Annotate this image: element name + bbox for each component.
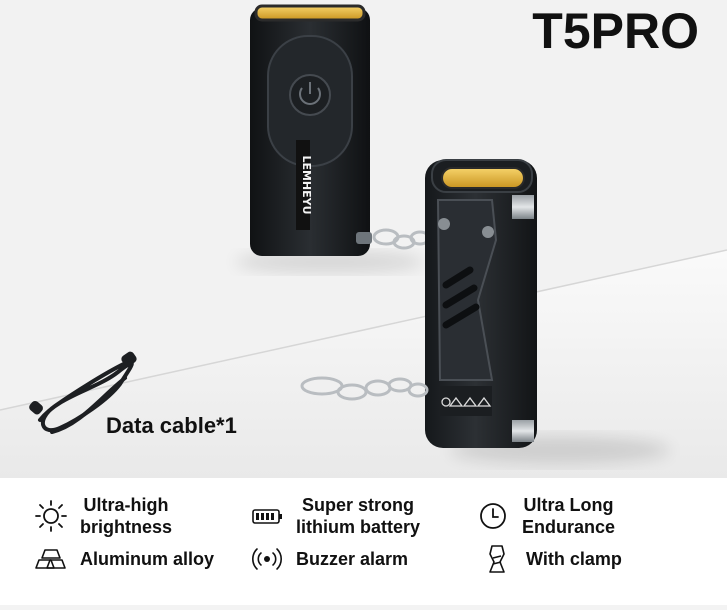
data-cable — [29, 351, 137, 434]
feature-battery: Super strong lithium battery — [250, 494, 420, 538]
feature-label: Ultra-high brightness — [80, 495, 173, 537]
brand-mark: LEMHEYU — [300, 155, 313, 214]
clamp-icon — [489, 545, 505, 573]
flashlight-front-view: LEMHEYU — [250, 4, 372, 256]
feature-label: With clamp — [526, 549, 622, 569]
feature-label: Aluminum alloy — [80, 549, 215, 569]
sun-icon — [35, 500, 67, 532]
accessory-label: Data cable*1 — [106, 413, 237, 438]
feature-label: Super strong lithium battery — [296, 495, 421, 537]
feature-aluminum: Aluminum alloy — [34, 542, 214, 576]
feature-label: Buzzer alarm — [296, 549, 409, 569]
feature-clamp: With clamp — [480, 542, 622, 576]
battery-icon — [252, 509, 282, 524]
feature-brightness: Ultra-high brightness — [34, 494, 172, 538]
clock-icon — [480, 503, 506, 529]
feature-panel: Ultra-high brightness Super strong lithi… — [0, 478, 727, 605]
keyring-chain-lower — [300, 376, 429, 401]
buzzer-icon — [252, 548, 282, 570]
ingot-stack-icon — [35, 549, 66, 569]
flashlight-clip-view — [425, 159, 537, 448]
feature-label: Ultra Long Endurance — [522, 495, 616, 537]
feature-endurance: Ultra Long Endurance — [476, 494, 615, 538]
product-title: T5PRO — [532, 3, 699, 59]
feature-buzzer: Buzzer alarm — [250, 542, 408, 576]
